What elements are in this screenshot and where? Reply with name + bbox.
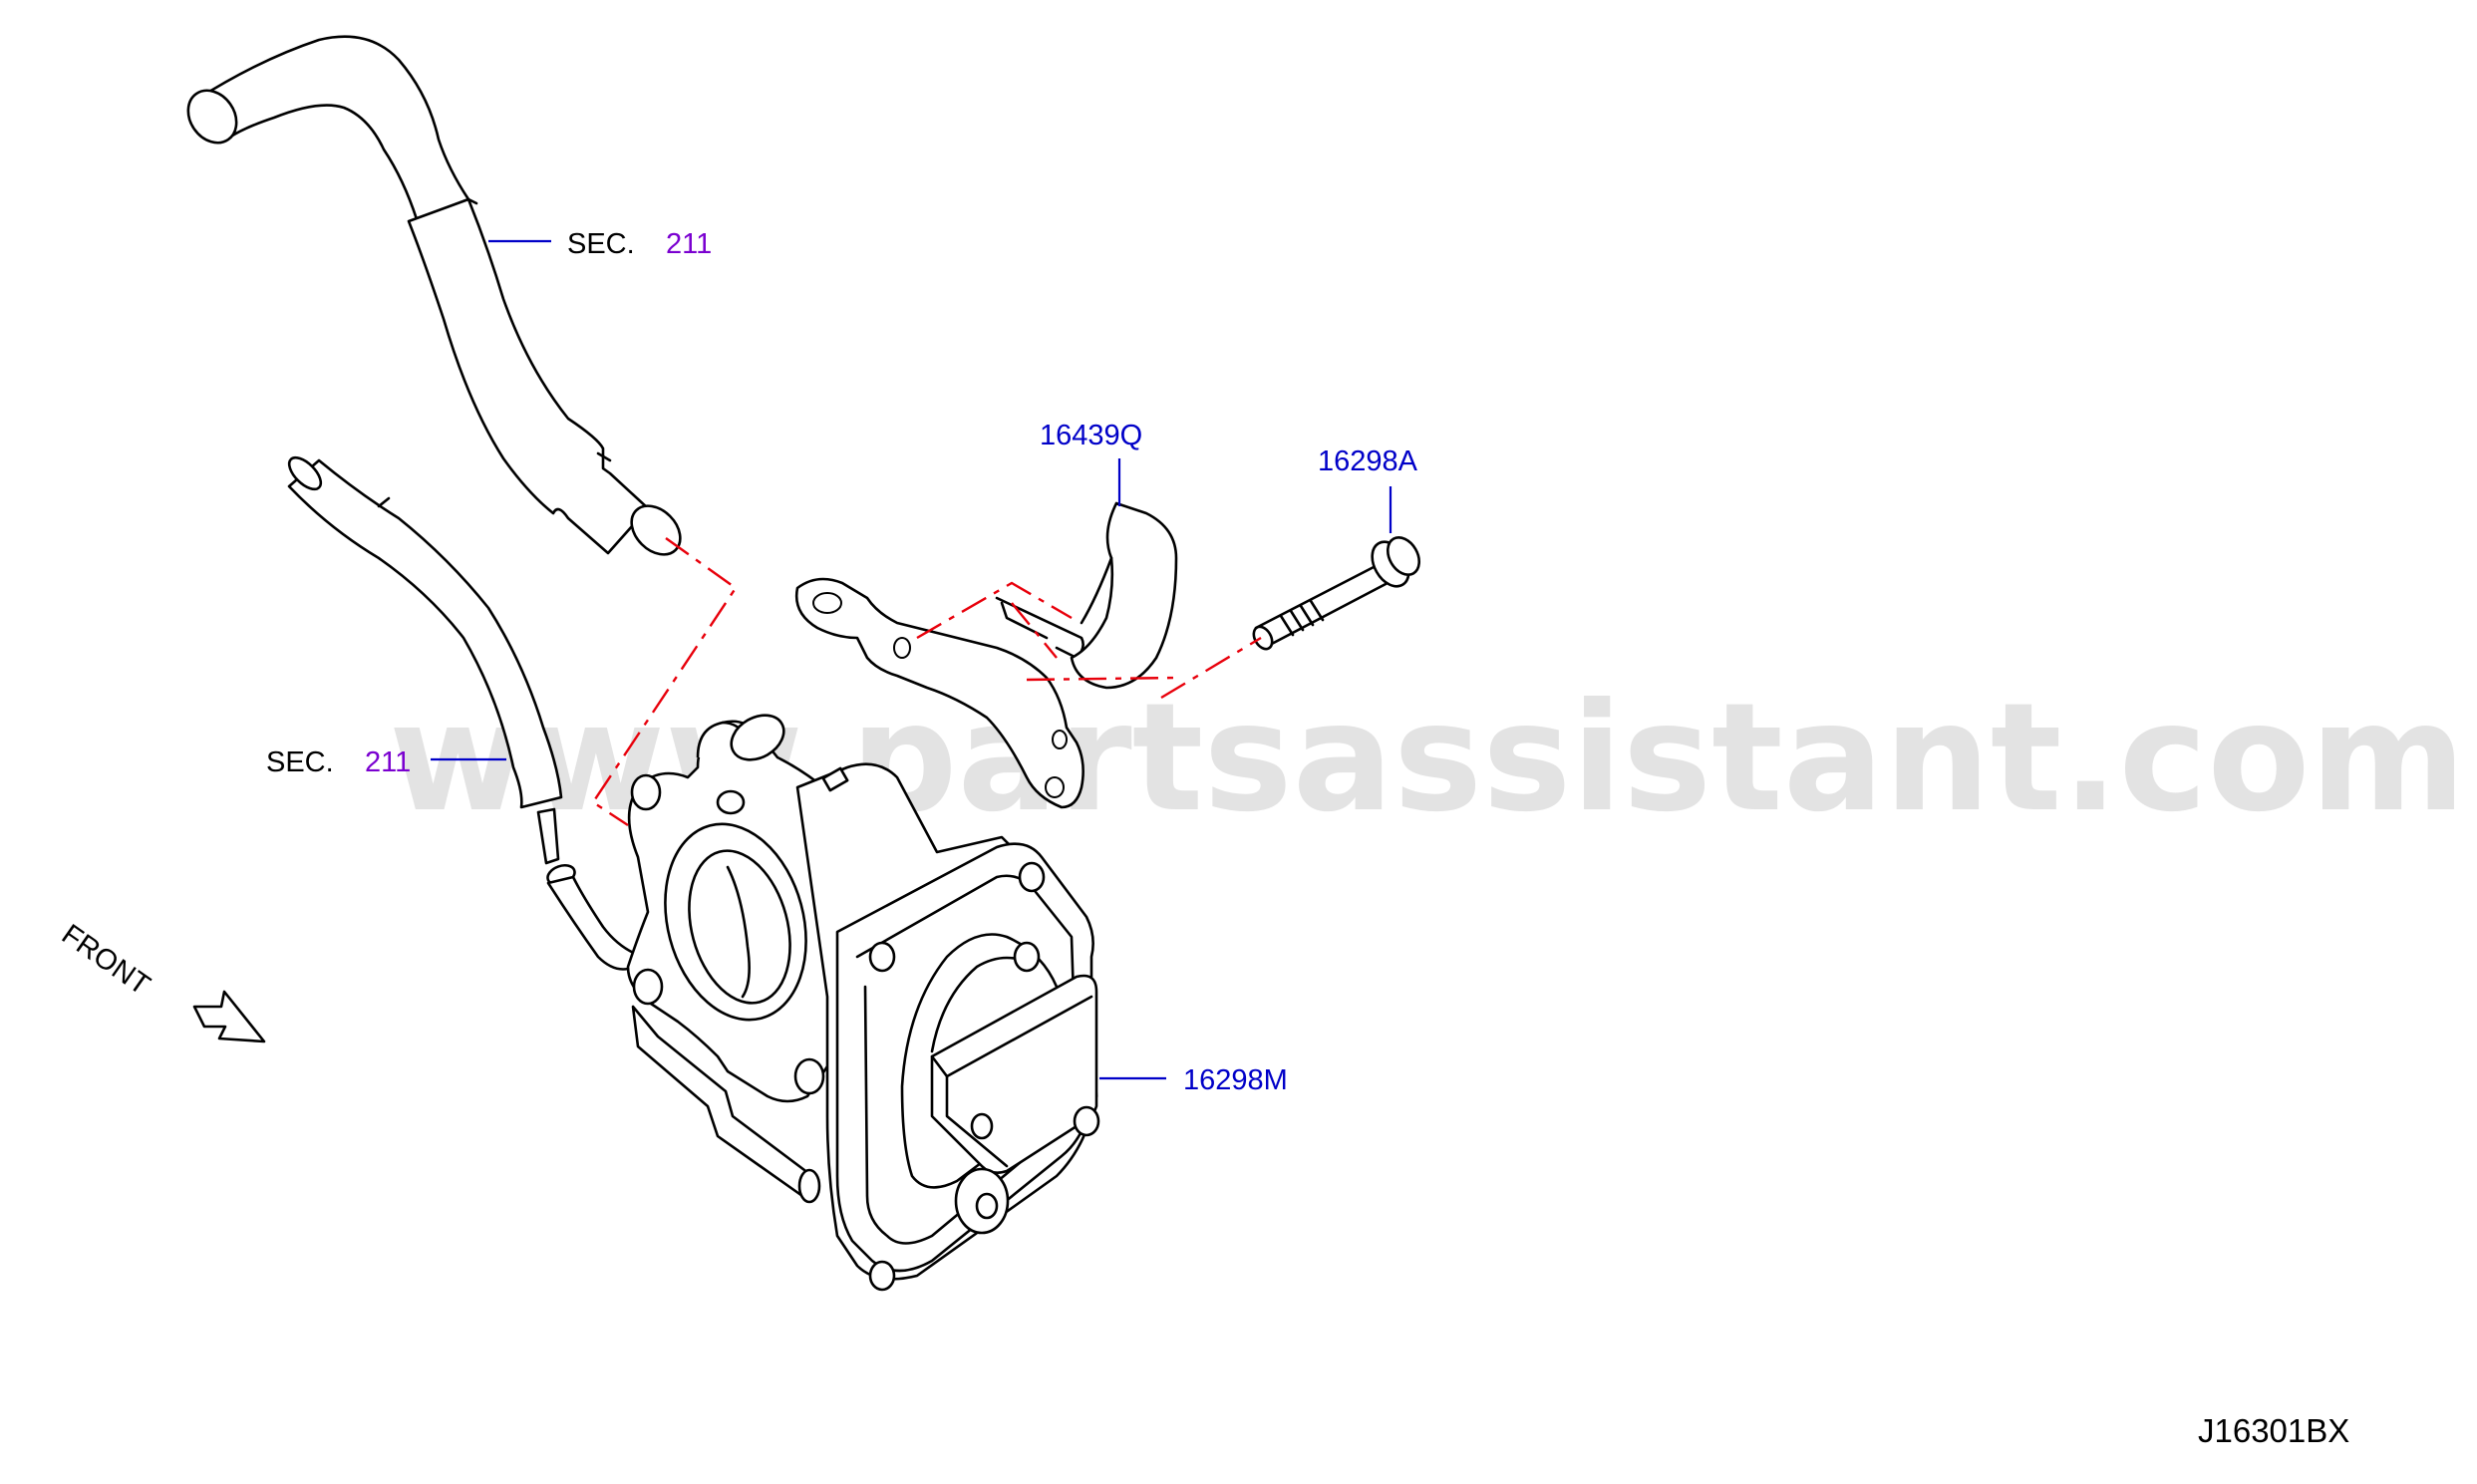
part-label-throttle-body[interactable]: 16298M — [1183, 1064, 1288, 1096]
leader-lines — [431, 239, 1393, 1080]
part-label-bolt[interactable]: 16298A — [1318, 445, 1418, 477]
front-indicator: FRONT — [56, 919, 266, 1043]
throttle-body-part[interactable] — [626, 707, 1100, 1292]
lower-hose[interactable] — [284, 452, 563, 809]
front-arrow-icon — [192, 990, 266, 1043]
sec-label-bottom-number[interactable]: 211 — [365, 746, 411, 778]
bolt-part[interactable] — [1250, 532, 1425, 653]
upper-hose[interactable] — [178, 35, 690, 564]
hose-fitting — [536, 807, 640, 971]
part-label-bracket[interactable]: 16439Q — [1040, 420, 1142, 451]
sec-label-bottom-prefix: SEC. — [266, 746, 334, 778]
sec-label-top-number[interactable]: 211 — [666, 228, 712, 260]
sec-label-top-prefix: SEC. — [567, 228, 635, 260]
diagram-code: J16301BX — [2198, 1412, 2349, 1449]
bracket-part[interactable] — [794, 501, 1178, 809]
assembly-lines — [591, 537, 1262, 827]
front-label: FRONT — [56, 919, 155, 1003]
